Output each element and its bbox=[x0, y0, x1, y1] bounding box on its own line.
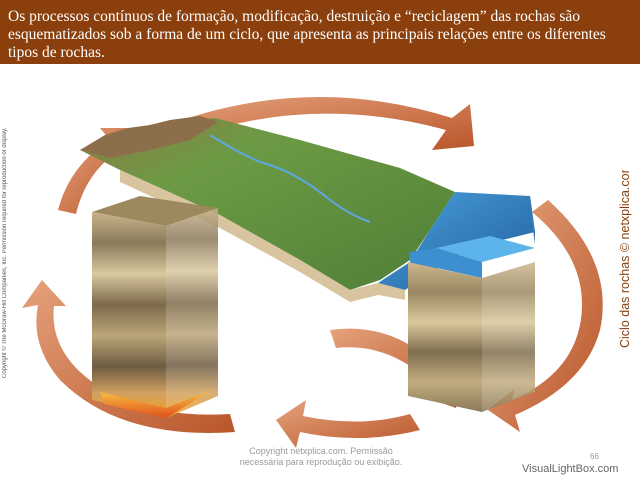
right-column-water-top bbox=[436, 236, 535, 262]
left-column-front bbox=[92, 212, 166, 418]
right-column-side bbox=[482, 262, 535, 412]
header-banner: Os processos contínuos de formação, modi… bbox=[0, 0, 640, 64]
right-column-water-front bbox=[410, 248, 482, 278]
right-column-front bbox=[408, 262, 482, 412]
footer-copyright-line1: Copyright netxplica.com. Permissão bbox=[249, 446, 393, 456]
mountains bbox=[80, 116, 218, 158]
river bbox=[209, 134, 371, 223]
page-number: 66 bbox=[590, 452, 599, 461]
arrow-right bbox=[488, 200, 603, 432]
rock-cycle-illustration bbox=[22, 97, 603, 448]
arrow-top bbox=[150, 97, 474, 150]
banner-text: Os processos contínuos de formação, modi… bbox=[8, 8, 606, 61]
watermark: VisualLightBox.com bbox=[522, 463, 619, 475]
magma-glow bbox=[100, 390, 212, 418]
arrow-bottom-center bbox=[276, 400, 420, 448]
footer-copyright: Copyright netxplica.com. Permissão neces… bbox=[226, 446, 416, 468]
footer-copyright-line2: necessária para reprodução ou exibição. bbox=[239, 457, 403, 467]
left-column-side bbox=[166, 208, 218, 418]
left-column-top bbox=[92, 196, 218, 226]
cycle-arrows bbox=[22, 97, 603, 448]
landmass bbox=[80, 118, 455, 290]
slab-front-edge bbox=[120, 170, 405, 302]
slab-side-edge bbox=[530, 196, 535, 244]
left-rock-column bbox=[92, 196, 218, 418]
right-rock-column bbox=[408, 236, 535, 412]
